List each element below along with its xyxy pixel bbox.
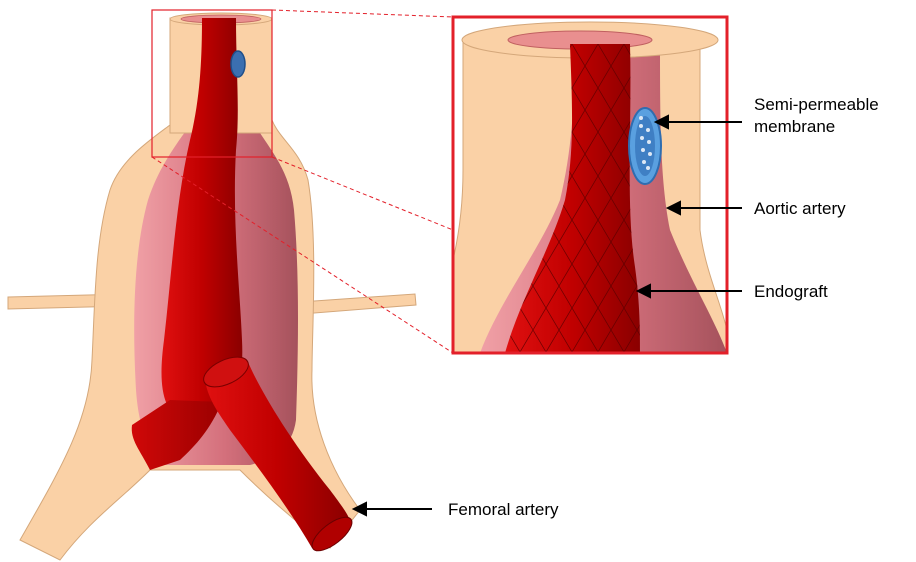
- label-membrane-line1: Semi-permeable: [754, 94, 879, 116]
- membrane-small: [231, 51, 245, 77]
- label-membrane-line2: membrane: [754, 116, 879, 138]
- zoom-inset: [453, 17, 727, 353]
- label-endograft: Endograft: [754, 281, 828, 303]
- label-membrane: Semi-permeable membrane: [754, 94, 879, 138]
- right-branch-artery: [300, 294, 416, 314]
- label-aortic-artery: Aortic artery: [754, 198, 846, 220]
- label-femoral-artery: Femoral artery: [448, 499, 559, 521]
